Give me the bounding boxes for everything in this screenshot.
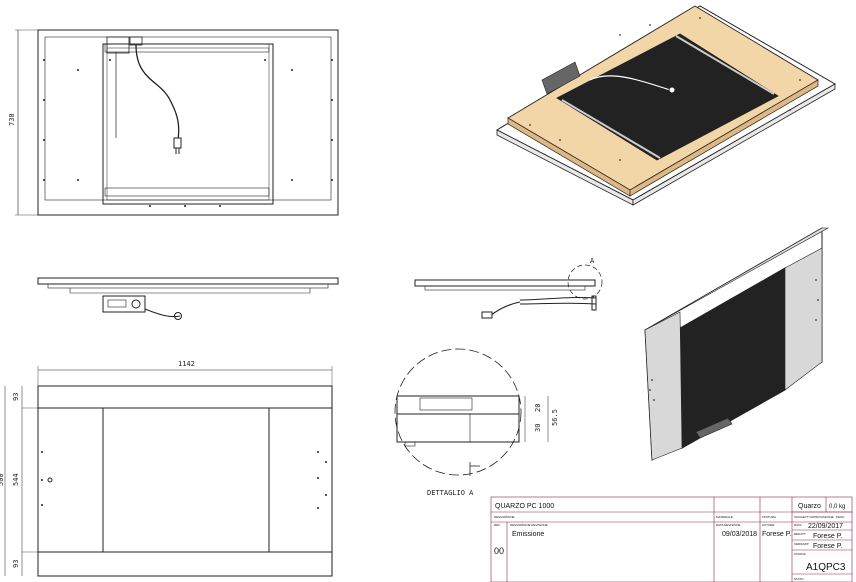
tb-data-hdr: DATA — [794, 523, 802, 527]
tb-autore-hdr: AUTORE — [762, 523, 774, 527]
tb-data-rev-value: 09/03/2018 — [722, 531, 757, 538]
tb-desc-hdr: DESCRIZIONE — [494, 515, 515, 519]
dim-detail-565: 56.5 — [551, 409, 559, 426]
detail-marker: A — [590, 257, 595, 265]
dim-detail-30: 30 — [534, 424, 542, 432]
tb-finitura-hdr: FINITURA — [762, 515, 776, 519]
tb-verif-hdr: VERIFAPP — [794, 542, 809, 546]
dim-width-bottom: 1142 — [178, 360, 195, 368]
tb-data-rev-hdr: DATA REVISIONE — [716, 523, 741, 527]
section-view — [414, 264, 603, 319]
tb-stato-hdr: STATO — [794, 577, 804, 581]
tb-rev-value: 00 — [494, 546, 504, 556]
dim-height-top: 730 — [8, 113, 16, 126]
dim-left-total: 500 — [0, 473, 5, 486]
tb-sogg-hdr: SOGGETTI APPROVAZIONE — [794, 515, 834, 519]
detail-caption: DETTAGLIO A — [427, 489, 474, 497]
front-view — [4, 366, 333, 577]
dim-left-93-top: 93 — [12, 393, 20, 401]
tb-peso-hdr: PESO — [836, 515, 845, 519]
tb-desc-rev-hdr: DESCRIZIONE REVISIONE — [510, 523, 548, 527]
tb-codice-value: A1QPC3 — [806, 562, 846, 573]
tb-verif-value: Forese P. — [813, 543, 842, 550]
tb-title: QUARZO PC 1000 — [495, 503, 554, 510]
tb-redatt-value: Forese P. — [813, 533, 842, 540]
dim-detail-20: 20 — [534, 404, 542, 412]
tb-rev-hdr: REV — [494, 523, 500, 527]
dim-left-544: 544 — [12, 473, 20, 486]
tb-redatt-hdr: REDATT — [794, 532, 806, 536]
tb-autore-value: Forese P. — [762, 531, 791, 538]
iso-view-bottom — [644, 227, 830, 461]
iso-view-top — [495, 5, 837, 206]
side-view — [37, 277, 339, 320]
tb-materiale-hdr: MATERIALE — [716, 515, 733, 519]
tb-material-name: Quarzo — [798, 503, 821, 510]
tb-data-value: 22/09/2017 — [808, 523, 843, 530]
title-block — [490, 496, 853, 582]
tb-codice-hdr: CODICE — [794, 552, 806, 556]
dim-left-93-bottom: 93 — [12, 560, 20, 568]
tb-weight: 0,0 kg — [829, 504, 845, 510]
detail-a-view — [394, 348, 549, 476]
tb-desc-rev-value: Emissione — [512, 531, 544, 538]
top-view — [15, 29, 339, 216]
